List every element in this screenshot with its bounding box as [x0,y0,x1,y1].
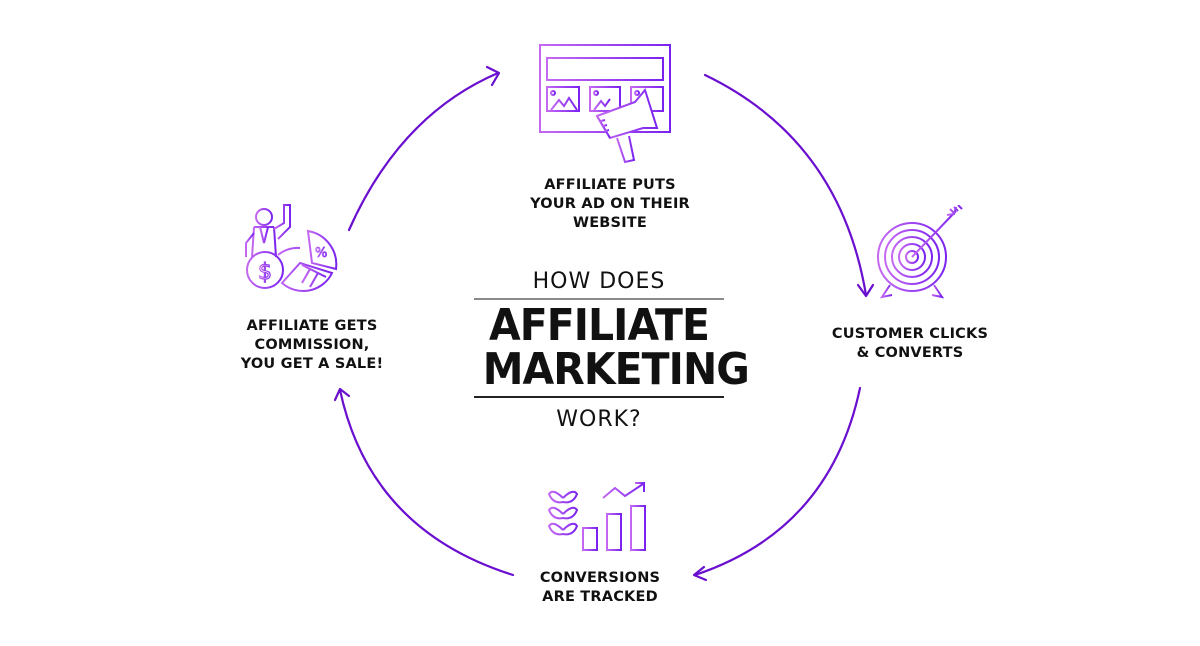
step-line: COMMISSION, [254,337,370,353]
step-line: & CONVERTS [856,345,964,361]
step-line: CUSTOMER CLICKS [831,326,989,342]
step-line: AFFILIATE PUTS [544,177,676,193]
arrow-click-to-track [693,386,862,577]
step-line: YOUR AD ON THEIR [530,196,690,212]
step-line: ARE TRACKED [542,589,658,605]
target-arrow-icon [877,205,963,299]
growth-chart-icon [545,482,651,551]
arrow-commission-to-ad [347,71,500,232]
title-how-does: HOW DOES [532,269,666,294]
commission-icon: $ % [245,204,338,293]
step-line: CONVERSIONS [539,570,661,586]
step-line: WEBSITE [573,215,647,231]
website-megaphone-icon [539,44,671,164]
title-divider-top [474,298,724,300]
svg-text:%: % [315,246,327,261]
step-label-commission: AFFILIATE GETS COMMISSION, YOU GET A SAL… [212,317,412,374]
svg-text:$: $ [258,260,272,285]
step-line: YOU GET A SALE! [240,356,384,372]
step-label-track: CONVERSIONS ARE TRACKED [500,569,700,607]
step-line: AFFILIATE GETS [246,318,378,334]
title-affiliate: AFFILIATE [488,300,710,351]
title-divider-bottom [474,396,724,398]
center-title: HOW DOES AFFILIATE MARKETING WORK? [474,266,750,442]
step-label-click: CUSTOMER CLICKS & CONVERTS [810,325,1010,363]
arrow-ad-to-click [703,73,868,297]
arrow-track-to-commission [338,388,515,577]
step-label-ad: AFFILIATE PUTS YOUR AD ON THEIR WEBSITE [510,176,710,233]
title-work: WORK? [556,406,642,432]
title-marketing: MARKETING [482,344,750,395]
